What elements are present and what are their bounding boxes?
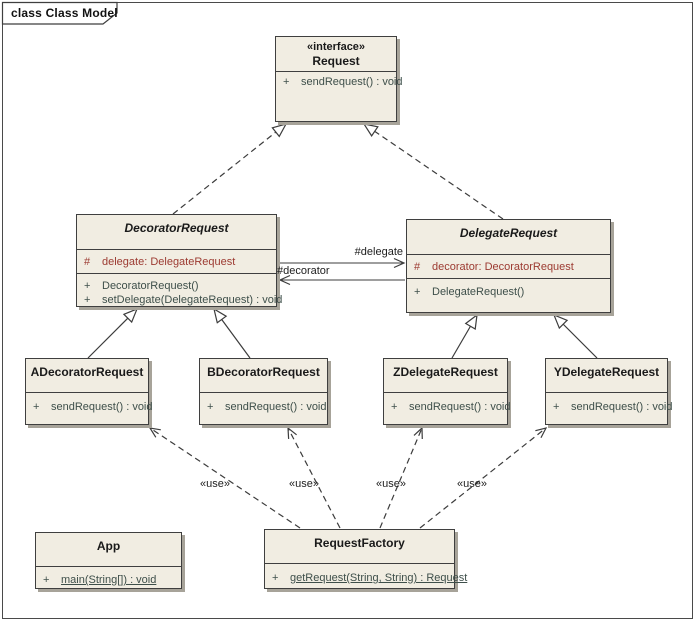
generalization-adecorator (87, 307, 139, 359)
methods-compartment: + sendRequest() : void (276, 72, 403, 121)
class-header: ZDelegateRequest (384, 359, 507, 393)
class-box-app[interactable]: App + main(String[]) : void (35, 532, 182, 589)
class-box-adecorator-request[interactable]: ADecoratorRequest + sendRequest() : void (25, 358, 153, 425)
edge-label-delegate: #delegate (354, 246, 403, 258)
edge-label-use-1: «use» (200, 478, 230, 490)
visibility-symbol: + (553, 401, 560, 413)
attributes-compartment: # delegate: DelegateRequest (77, 250, 276, 274)
member-signature: sendRequest() : void (51, 401, 153, 413)
dependency-use-bdecorator (287, 426, 341, 529)
class-name: App (96, 539, 121, 553)
method-row: + main(String[]) : void (40, 573, 177, 587)
class-header: App (36, 533, 181, 567)
visibility-symbol: + (414, 286, 421, 298)
visibility-symbol: # (414, 261, 421, 273)
methods-compartment: + sendRequest() : void (26, 393, 153, 424)
member-signature: DelegateRequest() (432, 286, 525, 298)
edge-label-decorator: #decorator (277, 265, 330, 277)
generalization-ydelegate (552, 313, 598, 359)
generalization-zdelegate (451, 313, 478, 359)
method-row: + sendRequest() : void (204, 400, 327, 414)
method-row: + sendRequest() : void (280, 75, 403, 89)
class-name: DelegateRequest (459, 226, 558, 240)
realization-delegate-request (362, 123, 504, 220)
attributes-compartment: # decorator: DecoratorRequest (407, 255, 610, 279)
methods-compartment: + getRequest(String, String) : Request (265, 564, 467, 588)
member-signature: sendRequest() : void (225, 401, 327, 413)
edge-label-use-4: «use» (457, 478, 487, 490)
class-stereotype: «interface» (306, 41, 366, 53)
dependency-use-zdelegate (379, 426, 423, 529)
class-name: BDecoratorRequest (207, 365, 320, 379)
class-header: BDecoratorRequest (200, 359, 327, 393)
edge-label-use-3: «use» (376, 478, 406, 490)
class-header: «interface» Request (276, 37, 396, 72)
method-row: + setDelegate(DelegateRequest) : void (81, 293, 282, 307)
methods-compartment: + DecoratorRequest() + setDelegate(Deleg… (77, 274, 282, 309)
method-row: + DecoratorRequest() (81, 279, 272, 293)
class-box-request-factory[interactable]: RequestFactory + getRequest(String, Stri… (264, 529, 467, 589)
member-signature: sendRequest() : void (571, 401, 673, 413)
realization-decorator-request (172, 123, 288, 215)
edge-label-use-2: «use» (289, 478, 319, 490)
class-header: DelegateRequest (407, 220, 610, 255)
frame-tab-shape (1, 1, 118, 25)
method-row: + sendRequest() : void (30, 400, 153, 414)
methods-compartment: + main(String[]) : void (36, 567, 181, 589)
class-box-decorator-request[interactable]: DecoratorRequest # delegate: DelegateReq… (76, 214, 282, 309)
methods-compartment: + sendRequest() : void (200, 393, 327, 424)
class-box-delegate-request[interactable]: DelegateRequest # decorator: DecoratorRe… (406, 219, 611, 313)
class-header: RequestFactory (265, 530, 454, 564)
class-box-ydelegate-request[interactable]: YDelegateRequest + sendRequest() : void (545, 358, 673, 425)
visibility-symbol: + (43, 574, 50, 586)
class-name: YDelegateRequest (553, 365, 660, 379)
class-header: DecoratorRequest (77, 215, 276, 250)
visibility-symbol: + (272, 572, 279, 584)
class-name: ZDelegateRequest (393, 365, 498, 379)
visibility-symbol: + (84, 294, 91, 306)
member-signature: main(String[]) : void (61, 574, 157, 586)
class-name: RequestFactory (314, 536, 405, 550)
class-box-zdelegate-request[interactable]: ZDelegateRequest + sendRequest() : void (383, 358, 511, 425)
member-signature: getRequest(String, String) : Request (290, 572, 468, 584)
class-name: ADecoratorRequest (30, 365, 144, 379)
frame-tab-title: class Class Model (11, 6, 118, 20)
attribute-row: # decorator: DecoratorRequest (411, 260, 606, 274)
generalization-bdecorator (213, 307, 251, 359)
class-box-bdecorator-request[interactable]: BDecoratorRequest + sendRequest() : void (199, 358, 328, 425)
method-row: + sendRequest() : void (550, 400, 673, 414)
dependency-use-ydelegate (419, 427, 548, 529)
class-name: Request (312, 54, 360, 68)
member-signature: delegate: DelegateRequest (102, 256, 236, 268)
member-signature: DecoratorRequest() (102, 280, 199, 292)
methods-compartment: + DelegateRequest() (407, 279, 610, 312)
attribute-row: # delegate: DelegateRequest (81, 255, 272, 269)
dependency-use-adecorator (148, 427, 301, 529)
visibility-symbol: + (391, 401, 398, 413)
class-header: ADecoratorRequest (26, 359, 148, 393)
visibility-symbol: + (207, 401, 214, 413)
visibility-symbol: + (84, 280, 91, 292)
method-row: + sendRequest() : void (388, 400, 511, 414)
class-header: YDelegateRequest (546, 359, 667, 393)
member-signature: decorator: DecoratorRequest (432, 261, 574, 273)
methods-compartment: + sendRequest() : void (384, 393, 511, 424)
method-row: + getRequest(String, String) : Request (269, 571, 467, 585)
visibility-symbol: + (283, 76, 290, 88)
visibility-symbol: + (33, 401, 40, 413)
class-name: DecoratorRequest (124, 221, 229, 235)
class-box-request[interactable]: «interface» Request + sendRequest() : vo… (275, 36, 403, 122)
member-signature: sendRequest() : void (301, 76, 403, 88)
methods-compartment: + sendRequest() : void (546, 393, 673, 424)
method-row: + DelegateRequest() (411, 285, 606, 299)
member-signature: sendRequest() : void (409, 401, 511, 413)
visibility-symbol: # (84, 256, 91, 268)
member-signature: setDelegate(DelegateRequest) : void (102, 294, 283, 306)
